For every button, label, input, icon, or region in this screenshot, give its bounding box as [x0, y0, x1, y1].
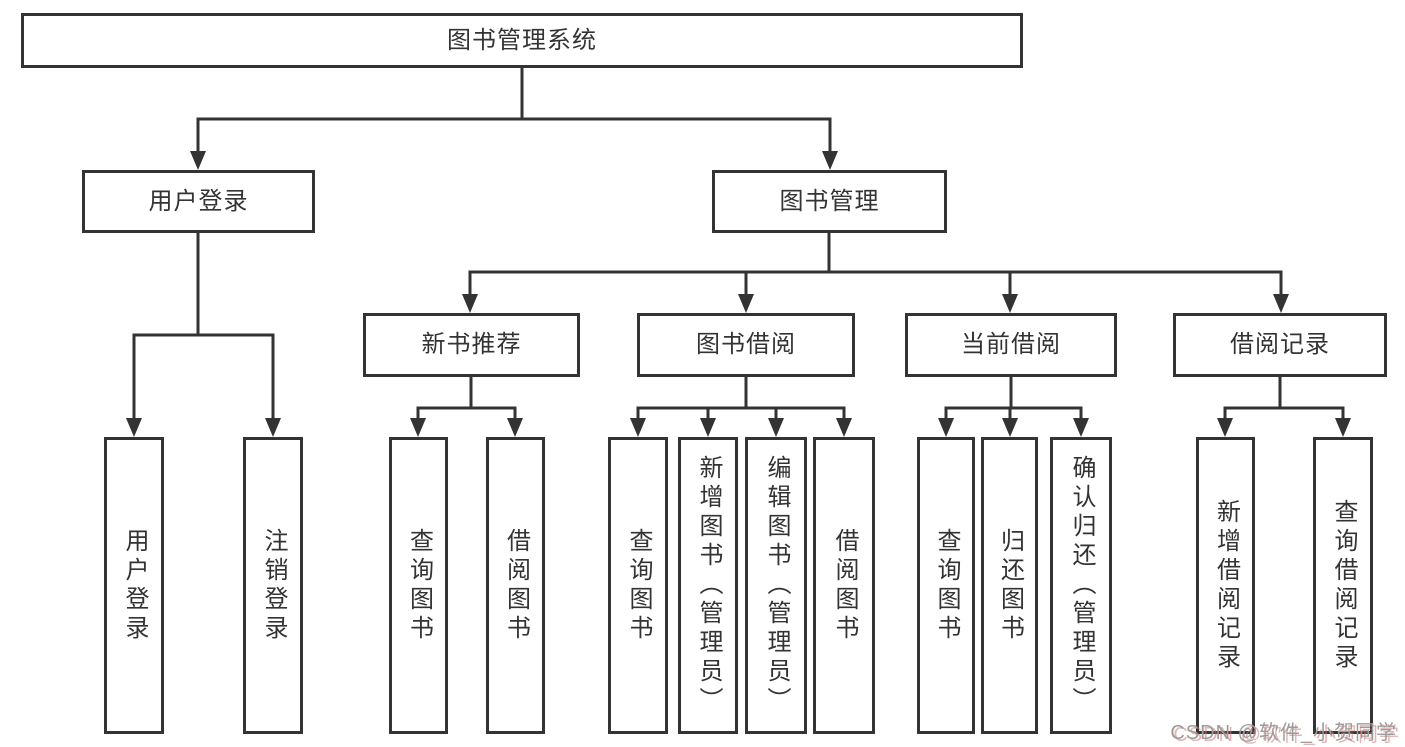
watermark: CSDN @软件_小贺同学 — [1170, 722, 1397, 744]
node-cb-confirm-return-admin-label: 确认归还（管理员） — [1068, 455, 1095, 716]
node-book-borrowing: 图书借阅 — [637, 313, 855, 377]
node-book-management-label: 图书管理 — [779, 187, 880, 215]
node-new-book-recommend-label: 新书推荐 — [421, 331, 522, 358]
node-nb-query-books-label: 查询图书 — [405, 527, 433, 644]
node-bb-add-books-admin-label: 新增图书（管理员） — [695, 455, 722, 716]
node-nb-borrow-books: 借阅图书 — [486, 437, 545, 734]
node-root-label: 图书管理系统 — [447, 26, 597, 54]
node-cb-confirm-return-admin: 确认归还（管理员） — [1050, 437, 1112, 734]
node-user-login-leaf-label: 用户登录 — [121, 527, 148, 644]
node-borrow-records: 借阅记录 — [1173, 313, 1387, 377]
node-logout: 注销登录 — [243, 437, 303, 734]
node-bb-query-books-label: 查询图书 — [625, 527, 652, 644]
node-root: 图书管理系统 — [21, 13, 1023, 68]
node-cb-query-books-label: 查询图书 — [933, 527, 960, 644]
node-br-query-record: 查询借阅记录 — [1313, 437, 1373, 734]
node-cb-return-books-label: 归还图书 — [996, 527, 1024, 644]
node-book-borrowing-label: 图书借阅 — [696, 331, 796, 358]
node-user-login: 用户登录 — [82, 170, 315, 233]
node-bb-borrow-books-label: 借阅图书 — [831, 527, 858, 644]
node-user-login-leaf: 用户登录 — [104, 437, 164, 734]
node-current-borrowing-label: 当前借阅 — [961, 331, 1061, 358]
node-user-login-label: 用户登录 — [148, 187, 249, 215]
node-cb-query-books: 查询图书 — [917, 437, 975, 734]
arrowheads — [126, 151, 1351, 437]
node-nb-query-books: 查询图书 — [389, 437, 448, 734]
node-bb-query-books: 查询图书 — [608, 437, 668, 734]
node-book-management: 图书管理 — [712, 170, 947, 233]
node-bb-edit-books-admin: 编辑图书（管理员） — [745, 437, 807, 734]
node-br-add-record-label: 新增借阅记录 — [1212, 498, 1240, 673]
node-new-book-recommend: 新书推荐 — [363, 313, 580, 377]
node-borrow-records-label: 借阅记录 — [1230, 331, 1330, 358]
node-bb-add-books-admin: 新增图书（管理员） — [678, 437, 738, 734]
node-logout-label: 注销登录 — [260, 527, 287, 644]
node-current-borrowing: 当前借阅 — [905, 313, 1117, 377]
node-br-add-record: 新增借阅记录 — [1196, 437, 1255, 734]
node-bb-borrow-books: 借阅图书 — [813, 437, 875, 734]
node-bb-edit-books-admin-label: 编辑图书（管理员） — [763, 455, 790, 716]
node-cb-return-books: 归还图书 — [981, 437, 1038, 734]
node-nb-borrow-books-label: 借阅图书 — [502, 527, 530, 644]
node-br-query-record-label: 查询借阅记录 — [1330, 498, 1357, 673]
